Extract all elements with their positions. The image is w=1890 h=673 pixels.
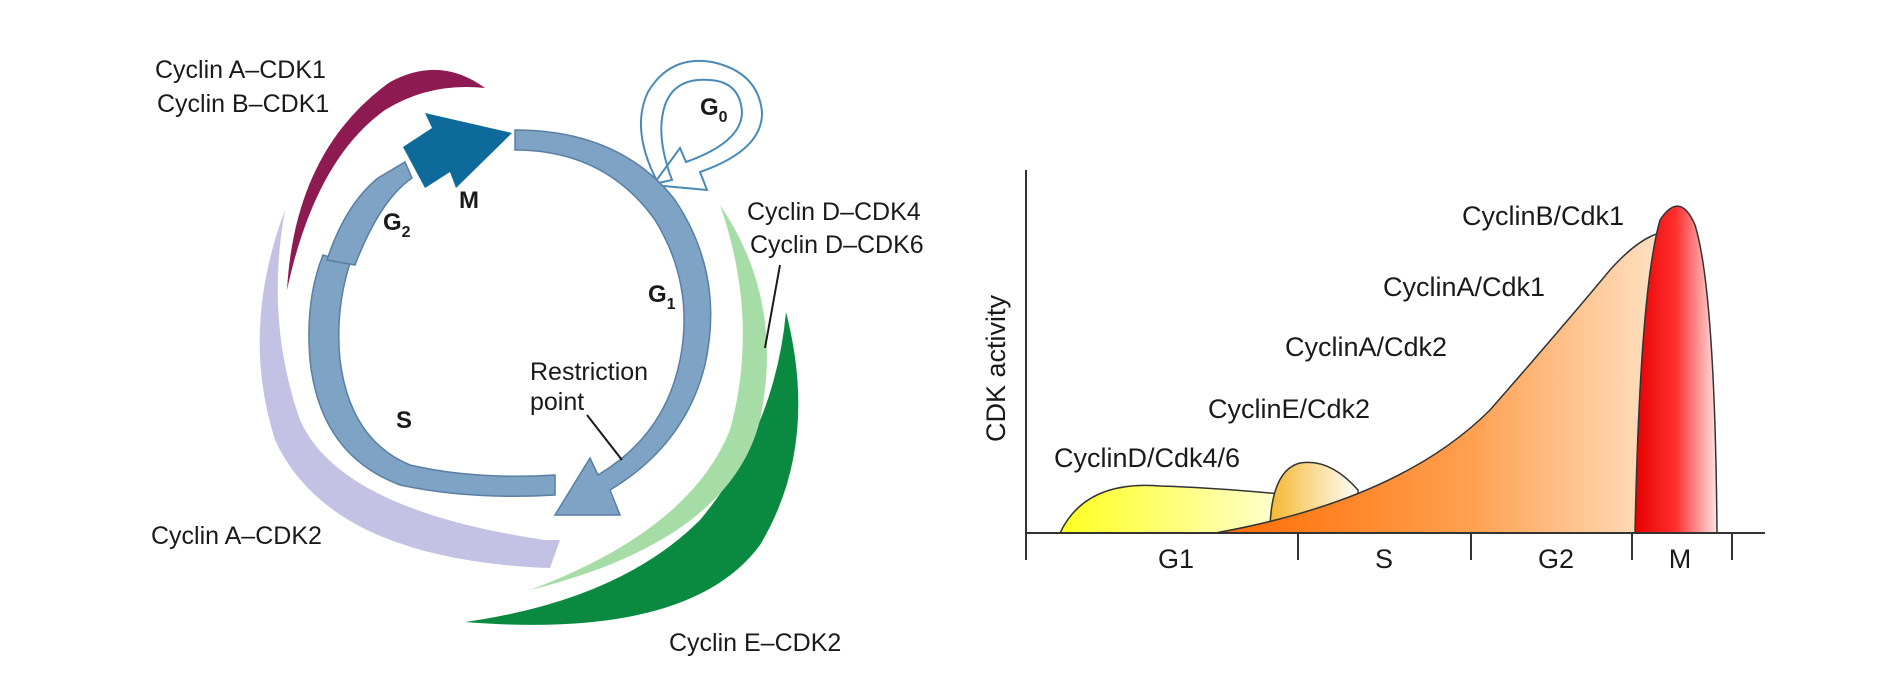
- cyclin-d-cdk4-6-band: [530, 205, 767, 590]
- phase-labels: G1 S G2 M: [1158, 544, 1691, 574]
- phase-tick-label-g1: G1: [1158, 544, 1194, 574]
- cyclin-e-cdk2-label: Cyclin E–CDK2: [669, 629, 841, 657]
- phase-tick-label-s: S: [1375, 544, 1393, 574]
- phase-s-label: S: [396, 407, 412, 434]
- cyclin-d-cdk4-6-label: CyclinD/Cdk4/6: [1054, 443, 1240, 473]
- cyclin-a-cdk2-label: Cyclin A–CDK2: [151, 522, 322, 550]
- phase-g0-label: G0: [700, 94, 728, 126]
- phase-m-label: M: [459, 187, 479, 214]
- cyclin-d-cdk6-label: Cyclin D–CDK6: [750, 231, 924, 259]
- y-axis-label: CDK activity: [981, 294, 1011, 442]
- cyclin-d-cdk4-label: Cyclin D–CDK4: [747, 198, 921, 226]
- cyclin-a-cdk1-label: Cyclin A–CDK1: [155, 56, 326, 84]
- cyclin-a-cdk2-band: [259, 210, 560, 568]
- phase-tick-label-m: M: [1669, 544, 1692, 574]
- cyclin-b-cdk1-curve: [1634, 205, 1718, 534]
- cycle-ring-lower: [308, 254, 556, 497]
- cycle-ring-upper-left: [326, 160, 413, 266]
- cdk-activity-chart: CDK activity G1 S G2 M CyclinD/Cdk4/6 Cycli…: [981, 170, 1765, 574]
- cyclin-b-cdk1-label: Cyclin B–CDK1: [157, 90, 329, 118]
- cyclin-a-cdk1-label-chart: CyclinA/Cdk1: [1383, 272, 1545, 302]
- g0-loop: [639, 59, 764, 192]
- cycle-ring: [514, 129, 712, 516]
- cell-cycle-diagram: M G2 S G1 G0 Cyclin A–CDK1 Cyclin B–CDK1…: [151, 56, 924, 657]
- cyclin-a-cdk2-label-chart: CyclinA/Cdk2: [1285, 332, 1447, 362]
- cyclin-a-cdk-curve: [1214, 230, 1681, 534]
- restriction-point-label-2: point: [530, 388, 584, 416]
- cyclin-e-cdk2-label-chart: CyclinE/Cdk2: [1208, 394, 1370, 424]
- phase-tick-label-g2: G2: [1538, 544, 1574, 574]
- m-phase-arrow: [403, 113, 512, 188]
- cyclin-b-cdk1-label-chart: CyclinB/Cdk1: [1462, 201, 1624, 231]
- cyclin-d-pointer: [764, 264, 781, 349]
- phase-g1-label: G1: [648, 281, 676, 313]
- phase-g2-label: G2: [383, 209, 411, 241]
- restriction-point-label-1: Restriction: [530, 358, 648, 386]
- restriction-point-pointer: [586, 414, 623, 461]
- cyclin-e-cdk2-band: [465, 312, 799, 625]
